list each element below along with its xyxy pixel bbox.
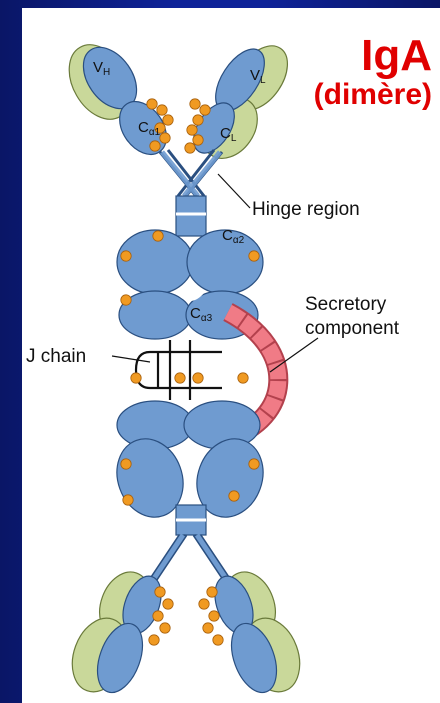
title-sub: (dimère) bbox=[314, 78, 432, 112]
ca2-label: Cα2 bbox=[222, 227, 245, 246]
hinge-leader bbox=[218, 174, 250, 208]
secretory-label-line1: Secretory bbox=[305, 294, 387, 315]
hinge-lower bbox=[150, 535, 230, 580]
hinge-region-label: Hinge region bbox=[252, 199, 360, 220]
jchain-leader bbox=[112, 356, 150, 362]
secretory-label-line2: component bbox=[305, 318, 400, 339]
slide-title: IgA (dimère) bbox=[314, 34, 432, 112]
title-main: IgA bbox=[314, 34, 432, 78]
j-chain-label: J chain bbox=[26, 346, 86, 367]
j-chain bbox=[136, 340, 222, 400]
